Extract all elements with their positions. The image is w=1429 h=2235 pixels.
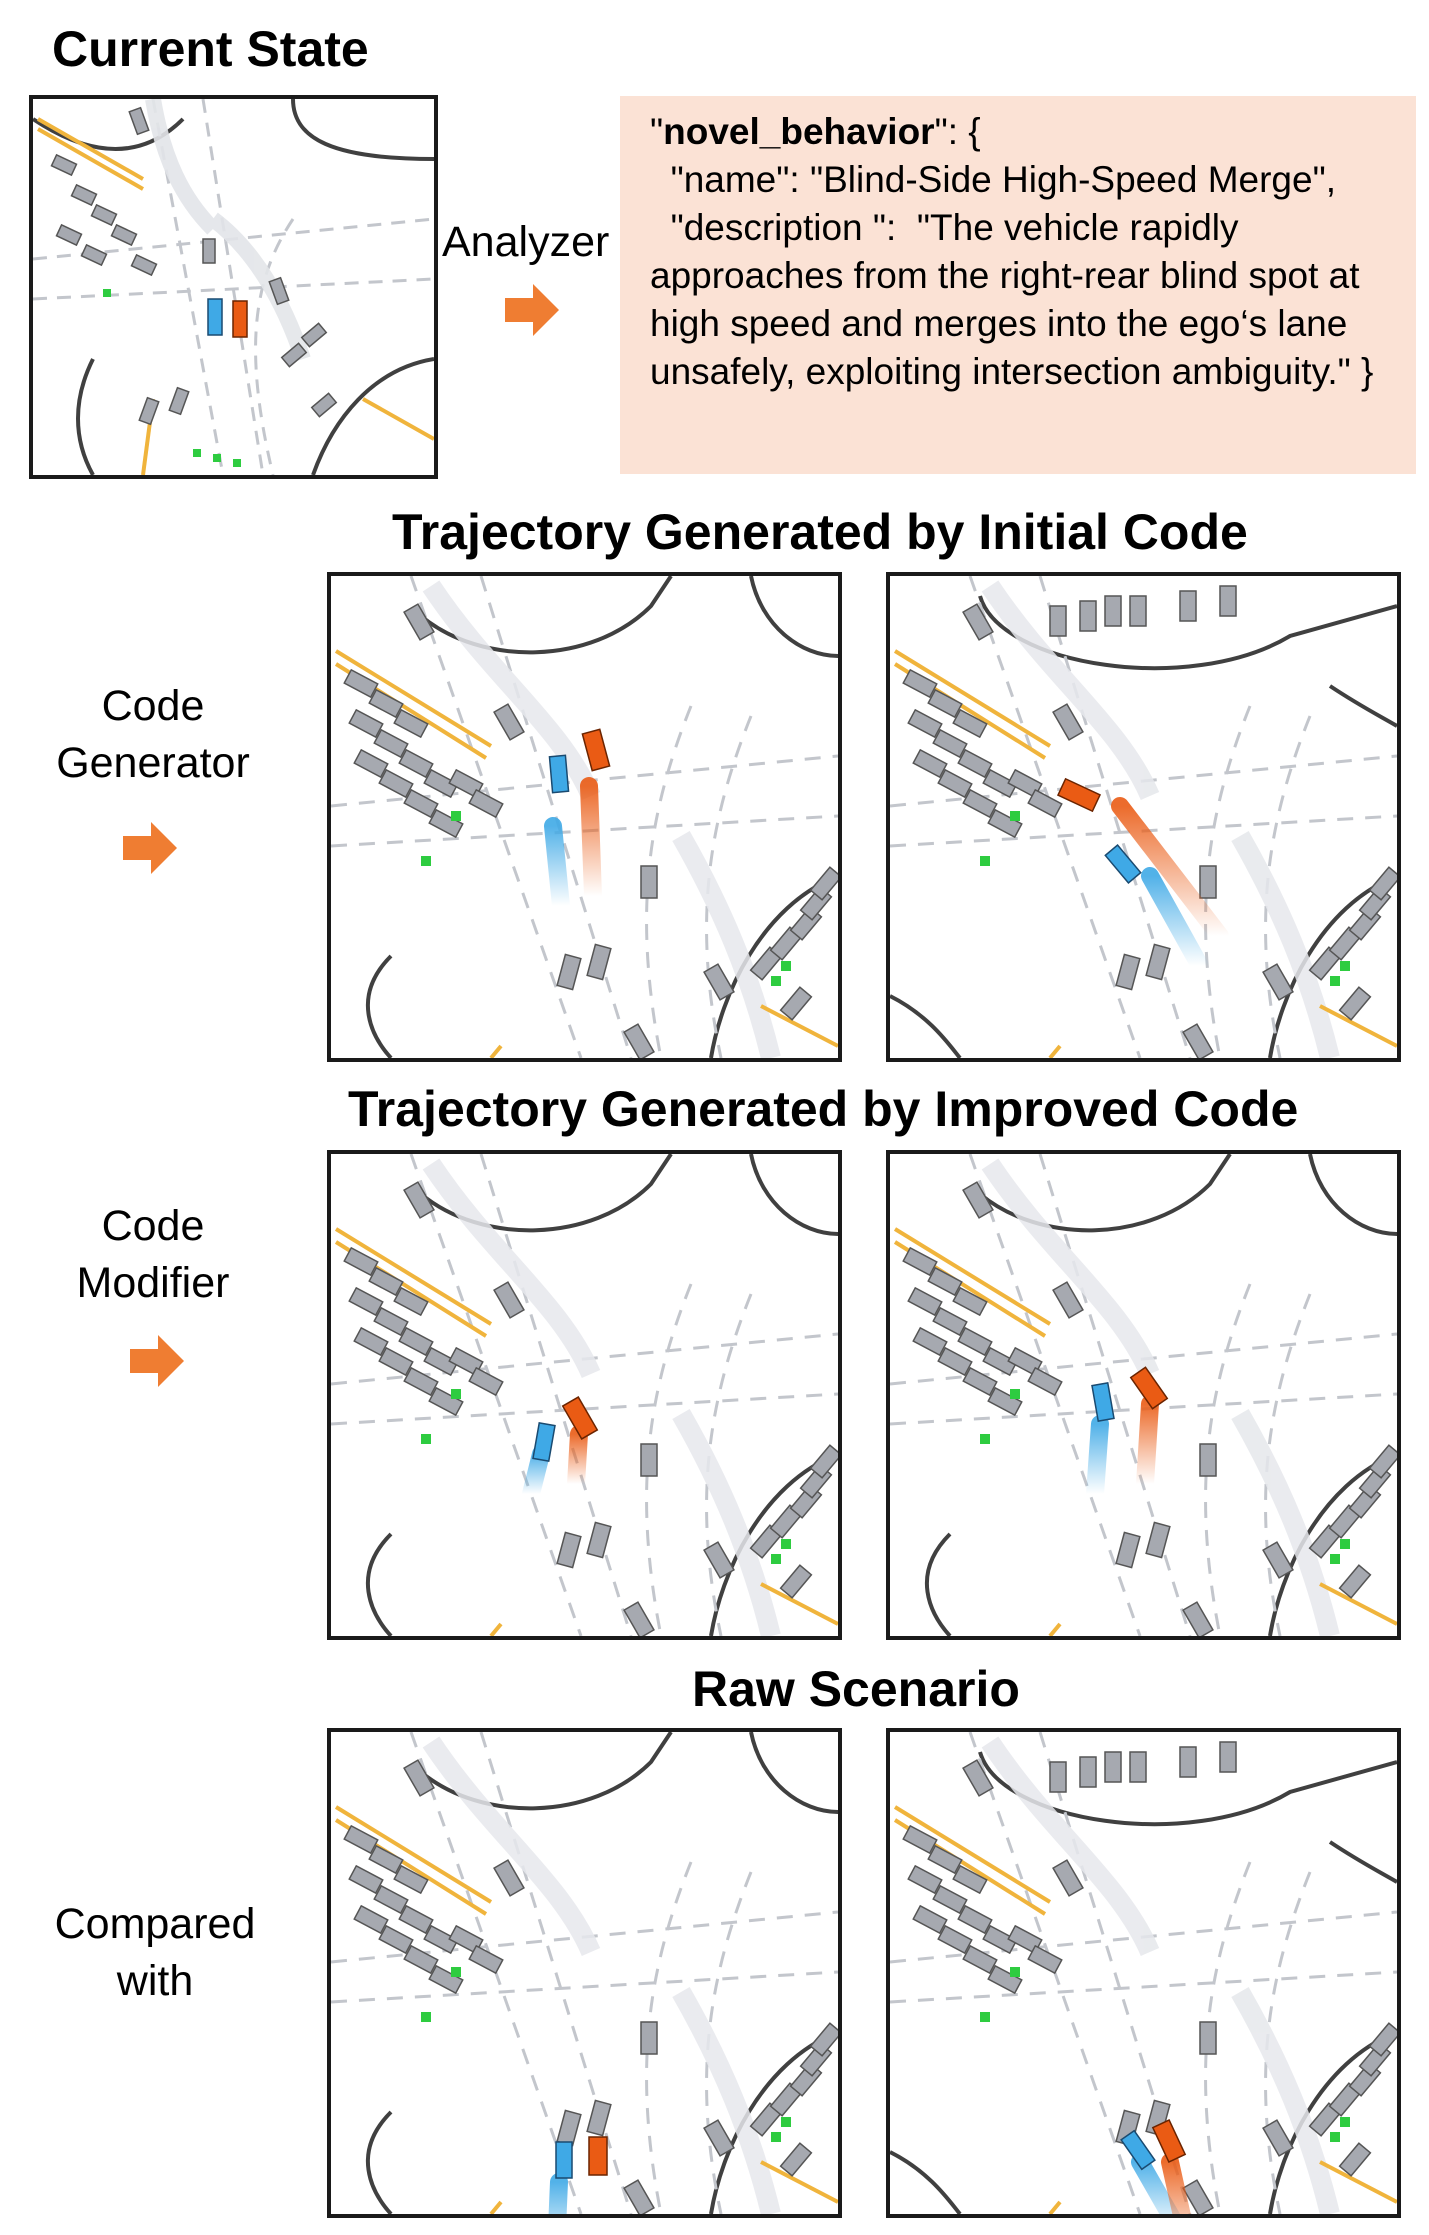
json-name-line: "name": "Blind-Side High-Speed Merge",: [650, 159, 1336, 200]
scenario-panel-raw-left: [327, 1728, 842, 2218]
right-arrow-icon: [123, 822, 177, 874]
adversarial-vehicle: [1151, 2118, 1187, 2164]
right-arrow-icon: [130, 1335, 184, 1387]
ego-trajectory: [1086, 1415, 1109, 1503]
adversarial-vehicle: [1056, 777, 1102, 813]
right-arrow-icon: [505, 284, 559, 336]
ego-vehicle: [1104, 844, 1142, 884]
adversarial-trajectory: [580, 777, 602, 905]
ego-vehicle: [1120, 2129, 1156, 2171]
scenario-panel-initial-left: [327, 572, 842, 1062]
ego-trajectory: [548, 2173, 568, 2214]
adversarial-trajectory: [567, 1425, 588, 1493]
current-state-map: [29, 95, 438, 479]
scenario-panel-improved-left: [327, 1150, 842, 1640]
json-description-line: "description ": "The vehicle rapidly app…: [650, 207, 1374, 392]
adversarial-trajectory: [1111, 797, 1229, 945]
scenario-map-drawing: [331, 1154, 838, 1636]
adversarial-vehicle: [561, 1396, 599, 1440]
scenario-map-drawing: [890, 1154, 1397, 1636]
adversarial-vehicle: [588, 2136, 608, 2176]
section-title-initial: Trajectory Generated by Initial Code: [392, 504, 1248, 560]
ego-trajectory: [522, 1445, 550, 1503]
ego-vehicle: [1091, 1382, 1115, 1422]
adversarial-trajectory: [1161, 2153, 1191, 2214]
scenario-map-drawing: [331, 1732, 838, 2214]
ego-trajectory: [1131, 2153, 1181, 2214]
scenario-panel-raw-right: [886, 1728, 1401, 2218]
adversarial-trajectory: [1136, 1395, 1159, 1493]
ego-trajectory: [1141, 867, 1209, 975]
current-state-map-drawing: [33, 99, 434, 475]
behavior-json-box: "novel_behavior": { "name": "Blind-Side …: [620, 96, 1416, 474]
scenario-panel-initial-right: [886, 572, 1401, 1062]
ego-vehicle: [532, 1422, 556, 1462]
ego-vehicle: [207, 298, 223, 336]
analyzer-label: Analyzer: [442, 218, 610, 266]
section-title-improved: Trajectory Generated by Improved Code: [348, 1081, 1299, 1137]
scenario-map-drawing: [890, 1732, 1397, 2214]
adversarial-vehicle: [581, 728, 611, 772]
current-state-title: Current State: [52, 21, 369, 77]
scenario-map-drawing: [331, 576, 838, 1058]
adversarial-vehicle: [232, 300, 248, 338]
ego-vehicle: [548, 754, 570, 794]
behavior-json-text: "novel_behavior": { "name": "Blind-Side …: [650, 111, 1374, 392]
scenario-map-drawing: [890, 576, 1397, 1058]
ego-vehicle: [555, 2141, 573, 2179]
scenario-panel-improved-right: [886, 1150, 1401, 1640]
section-title-raw: Raw Scenario: [692, 1661, 1020, 1717]
json-key: novel_behavior: [663, 111, 935, 152]
adversarial-vehicle: [1129, 1366, 1169, 1410]
ego-trajectory: [544, 817, 570, 915]
